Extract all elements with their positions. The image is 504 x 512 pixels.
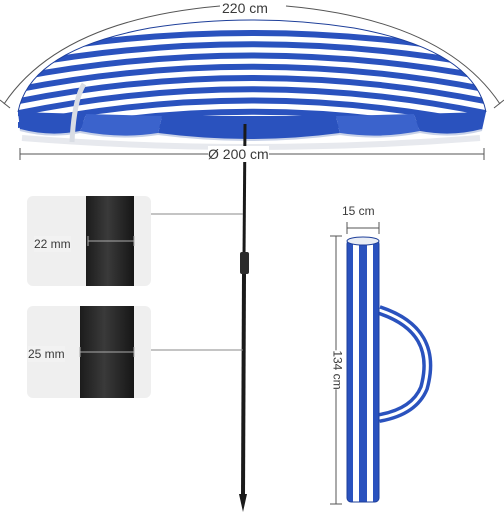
canopy-stripe [18,86,486,120]
canopy-stripe [18,63,486,96]
bag-length-label: 134 cm [329,350,346,390]
canopy-stripe [18,52,486,84]
diameter-label: Ø 200 cm [208,146,269,162]
pole-lower-diameter-label: 25 mm [28,346,65,362]
pole-upper-diameter-label: 22 mm [34,236,71,252]
pole-segment-icon [239,123,249,512]
arc-length-label: 220 cm [222,0,268,16]
carry-bag-icon [346,236,433,503]
canopy-stripe [18,30,486,60]
tie-strap [69,82,87,143]
arc-dimension-line [3,5,501,105]
canopy-stripe [18,97,486,128]
canopy-stripe [18,41,486,72]
bag-width-label: 15 cm [342,203,375,219]
canopy-stripe [18,75,486,108]
canopy-valance [18,112,486,150]
